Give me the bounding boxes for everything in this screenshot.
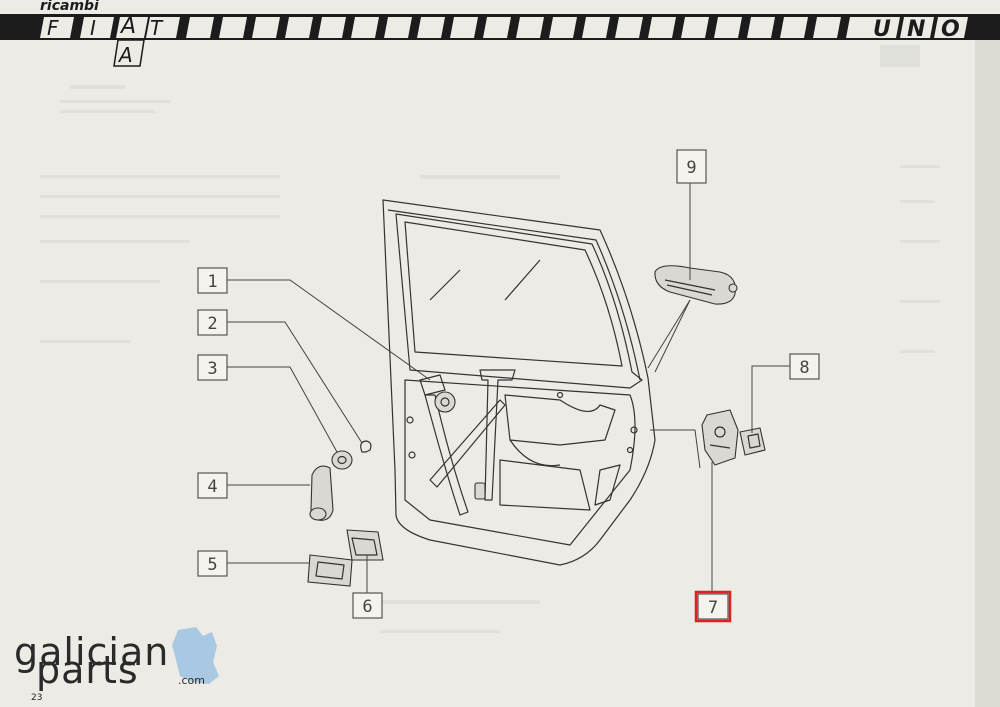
callout-5[interactable]: 5 bbox=[197, 550, 228, 577]
header-slot bbox=[747, 17, 775, 38]
part-door-lock bbox=[701, 409, 739, 466]
header-slot bbox=[813, 17, 841, 38]
callout-7-label: 7 bbox=[708, 598, 718, 618]
callout-3-label: 3 bbox=[207, 359, 217, 379]
header-slot bbox=[549, 17, 577, 38]
header-slot bbox=[219, 17, 247, 38]
page-edge-shadow bbox=[975, 40, 1000, 707]
window-regulator bbox=[479, 369, 516, 501]
model-letter-n: N bbox=[907, 17, 925, 42]
header-slot bbox=[900, 17, 934, 38]
inner-panel bbox=[404, 379, 636, 546]
callout-9[interactable]: 9 bbox=[676, 149, 707, 184]
callout-1-label: 1 bbox=[207, 272, 217, 292]
rear-door-assembly bbox=[382, 199, 656, 566]
header-slot bbox=[615, 17, 643, 38]
header-slot bbox=[116, 17, 148, 38]
header-slot bbox=[714, 17, 742, 38]
ghost-text-background bbox=[40, 45, 940, 633]
header-slot bbox=[318, 17, 346, 38]
catalog-label: ricambi bbox=[40, 0, 99, 14]
brand-letter-t: T bbox=[150, 16, 164, 40]
header-slot bbox=[648, 17, 676, 38]
galicianparts-logo: galician parts .com bbox=[14, 627, 219, 692]
window-glass bbox=[404, 221, 623, 367]
header-slot bbox=[516, 17, 544, 38]
model-letter-o: O bbox=[941, 17, 960, 42]
part-washer bbox=[331, 450, 353, 470]
logo-line-1: galician bbox=[14, 630, 169, 674]
part-outer-handle bbox=[654, 265, 738, 305]
logo-suffix: .com bbox=[178, 674, 205, 687]
header-slot bbox=[351, 17, 379, 38]
part-handle-bezel bbox=[307, 554, 353, 587]
callout-5-label: 5 bbox=[207, 555, 217, 575]
callout-6[interactable]: 6 bbox=[352, 592, 383, 619]
brand-letter-a: A bbox=[119, 14, 136, 39]
header-slot bbox=[186, 17, 214, 38]
door-shell bbox=[382, 199, 656, 566]
model-logo: U N O bbox=[873, 17, 960, 42]
part-inner-handle bbox=[346, 529, 384, 561]
logo-line-2: parts bbox=[36, 648, 139, 692]
header-slot bbox=[252, 17, 280, 38]
brand-logo: F I A T A bbox=[47, 14, 164, 67]
callout-8-label: 8 bbox=[799, 358, 809, 378]
header-slot bbox=[780, 17, 808, 38]
callout-6-label: 6 bbox=[362, 597, 372, 617]
callout-3[interactable]: 3 bbox=[197, 354, 228, 381]
callout-1[interactable]: 1 bbox=[197, 267, 228, 294]
header-slot bbox=[582, 17, 610, 38]
callout-2-label: 2 bbox=[207, 314, 217, 334]
callout-2[interactable]: 2 bbox=[197, 309, 228, 336]
header-slot bbox=[384, 17, 412, 38]
model-letter-u: U bbox=[873, 17, 891, 42]
part-striker bbox=[739, 427, 766, 456]
brand-letter-i: I bbox=[90, 16, 96, 40]
window-frame bbox=[395, 213, 643, 389]
leader-lines bbox=[227, 183, 790, 593]
header-slot bbox=[866, 17, 900, 38]
header-slot bbox=[146, 17, 180, 38]
page-number: 23 bbox=[31, 693, 42, 703]
header-slot bbox=[285, 17, 313, 38]
callout-4[interactable]: 4 bbox=[197, 472, 228, 499]
header-slot bbox=[417, 17, 445, 38]
callout-8[interactable]: 8 bbox=[789, 353, 820, 380]
brand-letter-f: F bbox=[47, 16, 59, 40]
callout-7-highlight bbox=[694, 590, 732, 623]
header-slot bbox=[450, 17, 478, 38]
callout-7[interactable]: 7 bbox=[694, 590, 732, 623]
callout-4-label: 4 bbox=[207, 477, 217, 497]
galicia-map-icon bbox=[172, 627, 219, 684]
part-window-crank bbox=[309, 465, 334, 521]
header-slot bbox=[40, 17, 74, 38]
part-clip bbox=[360, 440, 372, 453]
header-bar: ricambi F I A T A U N O bbox=[0, 0, 1000, 67]
header-slot bbox=[681, 17, 709, 38]
callout-9-label: 9 bbox=[686, 158, 696, 178]
header-slot bbox=[80, 17, 114, 38]
header-slot bbox=[483, 17, 511, 38]
header-slot bbox=[934, 17, 968, 38]
brand-sub-letter: A bbox=[117, 43, 133, 67]
